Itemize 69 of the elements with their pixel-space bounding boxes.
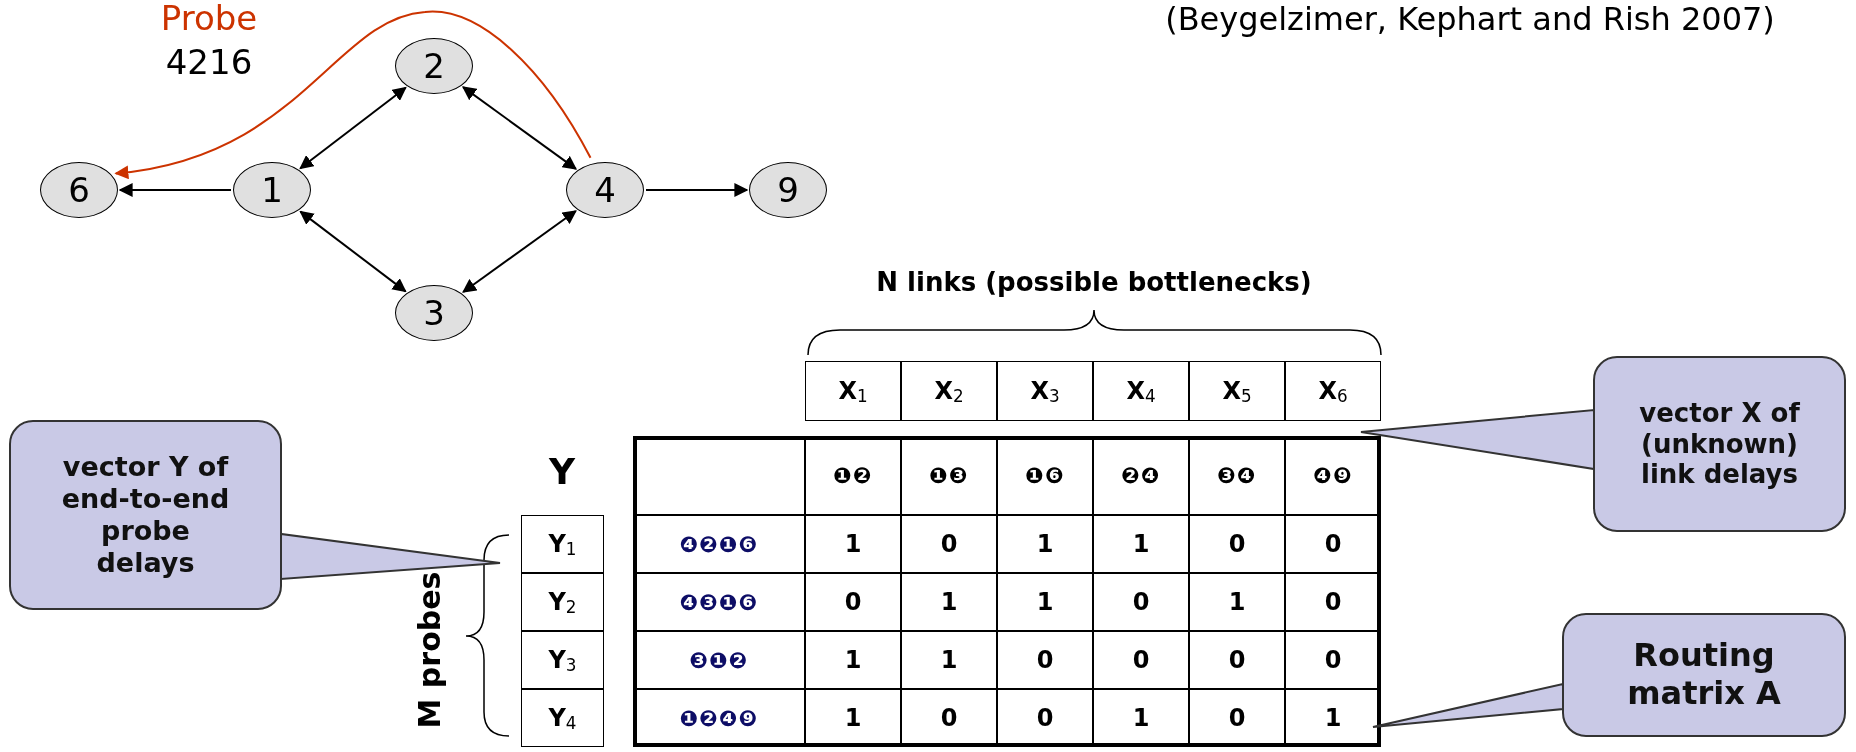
probe-variable: Y$_{3}$	[548, 645, 577, 675]
network-node: 6	[40, 162, 118, 218]
link-variable: X$_{1}$	[838, 376, 868, 406]
probe-path-label: 4216	[165, 44, 253, 82]
matrix-value: 0	[1324, 530, 1342, 558]
matrix-value: 0	[844, 588, 862, 616]
link-variable: X$_{2}$	[934, 376, 964, 406]
matrix-value: 1	[1324, 704, 1342, 732]
axis-title: M probes	[415, 571, 445, 729]
arrow	[114, 10, 592, 179]
matrix-value: 0	[1132, 646, 1150, 674]
arrow	[299, 210, 407, 293]
probe-path: ❹❷❶❻	[679, 531, 759, 557]
probe-variable: Y$_{4}$	[548, 703, 577, 733]
matrix-value: 1	[940, 646, 958, 674]
matrix-value: 1	[844, 646, 862, 674]
probe-variable: Y$_{1}$	[548, 529, 577, 559]
matrix-value: 0	[1036, 704, 1054, 732]
probe-path: ❸❶❷	[689, 647, 749, 673]
link-variable: X$_{4}$	[1126, 376, 1156, 406]
probe-variable: Y$_{2}$	[548, 587, 577, 617]
matrix-value: 1	[1036, 588, 1054, 616]
callout-pointer	[1360, 408, 1595, 471]
axis-title: N links (possible bottlenecks)	[876, 268, 1312, 297]
matrix-value: 1	[844, 530, 862, 558]
arrow	[462, 86, 577, 170]
matrix-value: 0	[1324, 646, 1342, 674]
matrix-value: 0	[1228, 704, 1246, 732]
arrow	[645, 183, 749, 197]
link-label: ❶❷	[833, 463, 873, 488]
network-node: 9	[749, 162, 827, 218]
probe-path: ❹❸❶❻	[679, 589, 759, 615]
link-label: ❸❹	[1217, 463, 1257, 488]
arrow	[118, 183, 232, 197]
link-label: ❶❸	[929, 463, 969, 488]
callout-bubble: Routing matrix A	[1562, 613, 1846, 737]
probe-path: ❶❷❹❾	[679, 705, 759, 731]
matrix-value: 1	[1132, 704, 1150, 732]
callout-bubble: vector X of (unknown) link delays	[1593, 356, 1846, 532]
arrow	[462, 210, 577, 293]
matrix-value: 1	[940, 588, 958, 616]
matrix-value: 0	[940, 704, 958, 732]
arrow	[299, 86, 407, 170]
network-node: 4	[566, 162, 644, 218]
callout-pointer	[1372, 682, 1564, 728]
link-variable: X$_{3}$	[1030, 376, 1060, 406]
matrix-value: 1	[1132, 530, 1150, 558]
matrix-value: 0	[940, 530, 958, 558]
matrix-value: 1	[844, 704, 862, 732]
vector-label: Y	[548, 452, 576, 492]
network-node: 2	[395, 38, 473, 94]
callout-bubble: vector Y of end-to-end probe delays	[9, 420, 282, 610]
matrix-value: 0	[1324, 588, 1342, 616]
link-label: ❷❹	[1121, 463, 1161, 488]
network-node: 1	[233, 162, 311, 218]
callout-pointer	[280, 532, 501, 581]
matrix-value: 0	[1228, 530, 1246, 558]
network-node: 3	[395, 285, 473, 341]
matrix-value: 0	[1228, 646, 1246, 674]
link-label: ❹❾	[1313, 463, 1353, 488]
link-variable: X$_{6}$	[1318, 376, 1348, 406]
citation: (Beygelzimer, Kephart and Rish 2007)	[1165, 2, 1775, 38]
matrix-value: 0	[1132, 588, 1150, 616]
link-label: ❶❻	[1025, 463, 1065, 488]
probe-label: Probe	[160, 0, 258, 38]
matrix-value: 1	[1036, 530, 1054, 558]
matrix-value: 0	[1036, 646, 1054, 674]
link-variable: X$_{5}$	[1222, 376, 1252, 406]
matrix-value: 1	[1228, 588, 1246, 616]
